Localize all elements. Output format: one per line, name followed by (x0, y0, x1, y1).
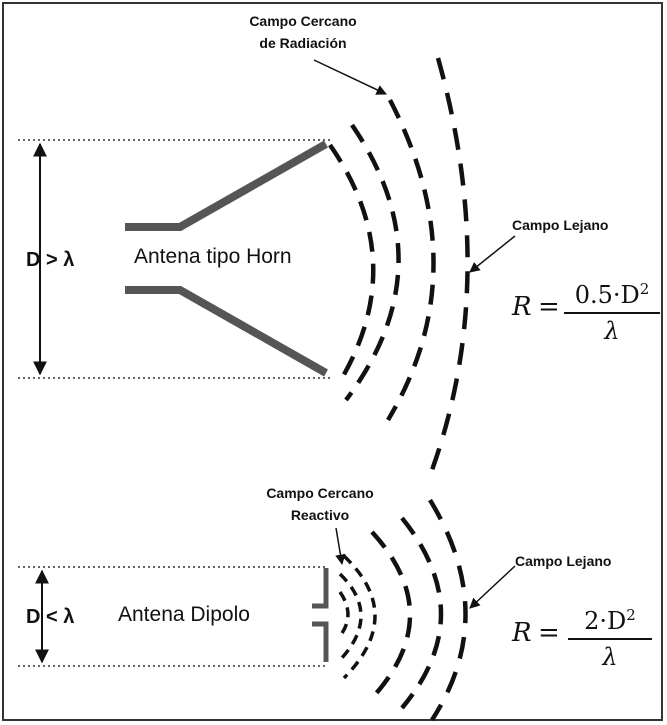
formula-bottom: R = 2·D2 λ (512, 606, 662, 698)
horn-antenna-label: Antena tipo Horn (134, 245, 292, 268)
formula-top-exponent: 2 (639, 280, 650, 298)
far-field-top-label: Campo Lejano (512, 217, 609, 233)
formula-bottom-numerator-text: 2·D (584, 607, 627, 635)
formula-bottom-exponent: 2 (626, 606, 636, 624)
dipole-near-field-waves (338, 554, 377, 680)
dimension-bottom-label: D < λ (26, 606, 75, 628)
dipole-antenna-label: Antena Dipolo (118, 603, 250, 626)
formula-top-lhs: R (512, 292, 532, 322)
near-reactive-label: Campo Cercano Reactivo (240, 482, 400, 526)
formula-bottom-numerator: 2·D2 (568, 598, 652, 638)
formula-top: R = 0.5·D2 λ (512, 280, 662, 372)
near-radiative-line1: Campo Cercano (249, 13, 357, 29)
near-reactive-line1: Campo Cercano (266, 485, 374, 501)
formula-bottom-fraction-bar (568, 638, 652, 640)
near-radiative-line2: de Radiación (259, 35, 347, 51)
dipole-outer-waves (370, 516, 444, 710)
formula-top-numerator-text: 0.5·D (574, 281, 640, 309)
dipole-antenna (312, 568, 329, 662)
formula-bottom-fraction: 2·D2 λ (568, 598, 652, 674)
horn-far-field-wave (429, 57, 470, 471)
far-field-top-pointer (469, 235, 516, 273)
formula-top-numerator: 0.5·D2 (564, 272, 660, 312)
near-reactive-line2: Reactivo (290, 507, 350, 523)
formula-bottom-equals: = (538, 618, 560, 648)
dipole-far-field-wave (428, 498, 468, 722)
near-reactive-pointer (335, 527, 346, 566)
formula-top-fraction: 0.5·D2 λ (564, 272, 660, 348)
far-field-bottom-label: Campo Lejano (515, 553, 612, 569)
formula-bottom-denominator: λ (602, 643, 618, 671)
near-radiative-label: Campo Cercano de Radiación (218, 10, 388, 54)
formula-top-equals: = (538, 292, 560, 322)
formula-top-fraction-bar (564, 312, 660, 314)
far-field-bottom-pointer (469, 565, 516, 609)
horn-near-field-waves (328, 98, 436, 422)
formula-bottom-lhs: R (512, 618, 532, 648)
formula-top-denominator: λ (604, 317, 620, 345)
horn-antenna (125, 140, 328, 377)
near-radiative-pointer (313, 59, 387, 95)
dimension-top-label: D > λ (26, 249, 75, 271)
